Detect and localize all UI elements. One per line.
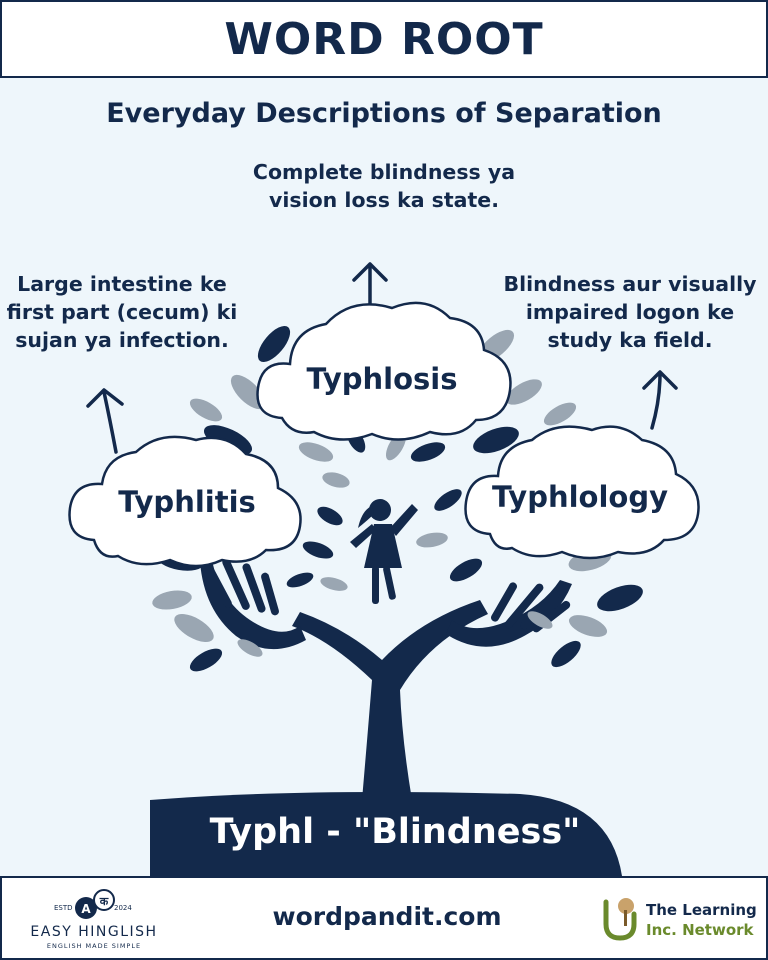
tree-u-icon [603, 898, 637, 941]
page-title: WORD ROOT [224, 13, 544, 65]
logo-line-1: The Learning [646, 901, 757, 919]
cloud-typhlosis [256, 301, 512, 441]
learning-inc-logo: The Learning Inc. Network [600, 890, 760, 950]
child-figure-icon [350, 499, 418, 604]
cloud-typhlology [464, 425, 700, 560]
typhlology-description: Blindness aur visually impaired logon ke… [503, 272, 757, 352]
footer: A क ESTD 2024 EASY HINGLISH ENGLISH MADE… [0, 876, 768, 960]
ground-mound [150, 792, 622, 876]
logo-glyph-a: A [81, 902, 91, 916]
header-banner: WORD ROOT [0, 0, 768, 78]
logo-glyph-ka: क [99, 895, 109, 908]
typhlosis-description: Complete blindness ya vision loss ka sta… [252, 160, 516, 212]
tree-illustration [68, 262, 700, 876]
left-hand-icon [200, 558, 306, 650]
logo-tagline: ENGLISH MADE SIMPLE [46, 942, 142, 950]
speech-bubble-icon: A क [75, 889, 115, 919]
subtitle: Everyday Descriptions of Separation [106, 98, 662, 129]
logo-year: 2024 [114, 904, 132, 912]
cloud-typhlitis [68, 435, 302, 568]
tree-trunk [292, 600, 488, 800]
easy-hinglish-logo: A क ESTD 2024 EASY HINGLISH ENGLISH MADE… [24, 886, 164, 956]
typhlology-word: Typhlology [491, 480, 669, 514]
typhlitis-description: Large intestine ke first part (cecum) ki… [6, 272, 238, 352]
logo-brand-name: EASY HINGLISH [30, 924, 158, 940]
typhlitis-word: Typhlitis [118, 485, 256, 519]
root-label: Typhl - "Blindness" [209, 812, 581, 852]
website-link[interactable]: wordpandit.com [272, 902, 502, 931]
logo-line-2: Inc. Network [646, 921, 754, 939]
logo-estd: ESTD [54, 904, 73, 912]
arrow-up-icon [86, 262, 678, 454]
typhlosis-word: Typhlosis [306, 362, 458, 396]
